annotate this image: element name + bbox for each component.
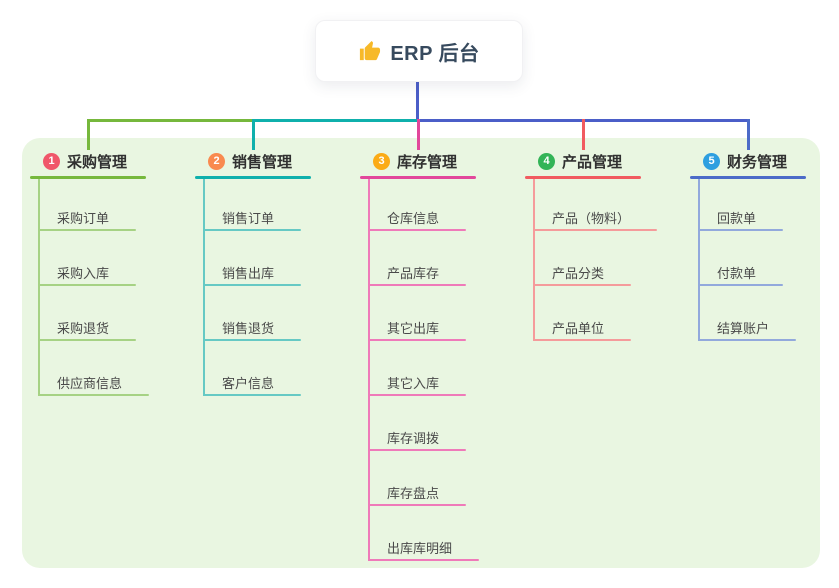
branch-label: 库存管理 (397, 153, 458, 171)
branch-label: 产品管理 (562, 153, 623, 171)
child-node-label[interactable]: 产品单位 (552, 321, 605, 336)
child-node-label[interactable]: 产品分类 (552, 266, 605, 281)
branch-header-underline (360, 176, 476, 179)
child-node-label[interactable]: 产品（物料） (552, 211, 631, 226)
branch-drop-connector (417, 119, 420, 150)
child-node-underline (38, 394, 149, 396)
child-node-underline (368, 229, 466, 231)
children-spine-connector (203, 179, 205, 396)
child-node-label[interactable]: 回款单 (717, 211, 757, 226)
branch-number-badge: 2 (208, 152, 225, 170)
child-node-underline (203, 229, 301, 231)
child-node-underline (533, 284, 631, 286)
child-node-label[interactable]: 采购退货 (57, 321, 110, 336)
child-node-underline (368, 284, 466, 286)
branch-header-underline (30, 176, 146, 179)
branch-node-5[interactable]: 5 财务管理 (703, 150, 787, 172)
child-node-underline (38, 339, 136, 341)
branch-number-badge: 5 (703, 152, 720, 170)
branch-drop-connector (252, 119, 255, 150)
child-node-label[interactable]: 出库库明细 (387, 541, 453, 556)
child-node-underline (368, 449, 466, 451)
branches-panel (22, 138, 820, 568)
child-node-label[interactable]: 付款单 (717, 266, 757, 281)
child-node-underline (203, 284, 301, 286)
branch-number-badge: 1 (43, 152, 60, 170)
child-node-label[interactable]: 采购订单 (57, 211, 110, 226)
branch-label: 销售管理 (232, 153, 293, 171)
child-node-underline (698, 229, 783, 231)
child-node-label[interactable]: 销售出库 (222, 266, 275, 281)
bus-connector-segment (252, 119, 417, 122)
child-node-underline (38, 284, 136, 286)
branch-drop-connector (87, 119, 90, 150)
children-spine-connector (38, 179, 40, 396)
branch-number-badge: 4 (538, 152, 555, 170)
branch-header-underline (195, 176, 311, 179)
branch-drop-connector (747, 119, 750, 150)
child-node-underline (698, 339, 796, 341)
child-node-underline (533, 229, 657, 231)
child-node-underline (368, 559, 479, 561)
child-node-label[interactable]: 库存盘点 (387, 486, 440, 501)
child-node-label[interactable]: 客户信息 (222, 376, 275, 391)
children-spine-connector (533, 179, 535, 341)
child-node-underline (368, 339, 466, 341)
thumbs-up-icon (360, 40, 381, 60)
child-node-label[interactable]: 产品库存 (387, 266, 440, 281)
branch-header-underline (525, 176, 641, 179)
children-spine-connector (698, 179, 700, 341)
branch-label: 财务管理 (727, 153, 788, 171)
branch-header-underline (690, 176, 806, 179)
branch-node-1[interactable]: 1 采购管理 (43, 150, 127, 172)
children-spine-connector (368, 179, 370, 561)
bus-connector-segment (87, 119, 252, 122)
child-node-label[interactable]: 其它入库 (387, 376, 440, 391)
branch-label: 采购管理 (67, 153, 128, 171)
child-node-underline (368, 504, 466, 506)
child-node-underline (368, 394, 466, 396)
branch-node-3[interactable]: 3 库存管理 (373, 150, 457, 172)
branch-node-2[interactable]: 2 销售管理 (208, 150, 292, 172)
child-node-underline (533, 339, 631, 341)
child-node-label[interactable]: 结算账户 (717, 321, 770, 336)
branch-node-4[interactable]: 4 产品管理 (538, 150, 622, 172)
child-node-underline (203, 394, 301, 396)
root-title: ERP 后台 (390, 42, 480, 65)
child-node-label[interactable]: 采购入库 (57, 266, 110, 281)
child-node-label[interactable]: 库存调拨 (387, 431, 440, 446)
root-stem-connector (416, 82, 419, 120)
child-node-label[interactable]: 其它出库 (387, 321, 440, 336)
child-node-label[interactable]: 销售退货 (222, 321, 275, 336)
branch-drop-connector (582, 119, 585, 150)
child-node-label[interactable]: 供应商信息 (57, 376, 123, 391)
child-node-label[interactable]: 销售订单 (222, 211, 275, 226)
child-node-underline (698, 284, 783, 286)
child-node-label[interactable]: 仓库信息 (387, 211, 440, 226)
branch-number-badge: 3 (373, 152, 390, 170)
root-node-erp-backend[interactable]: ERP 后台 (315, 20, 523, 82)
child-node-underline (203, 339, 301, 341)
child-node-underline (38, 229, 136, 231)
